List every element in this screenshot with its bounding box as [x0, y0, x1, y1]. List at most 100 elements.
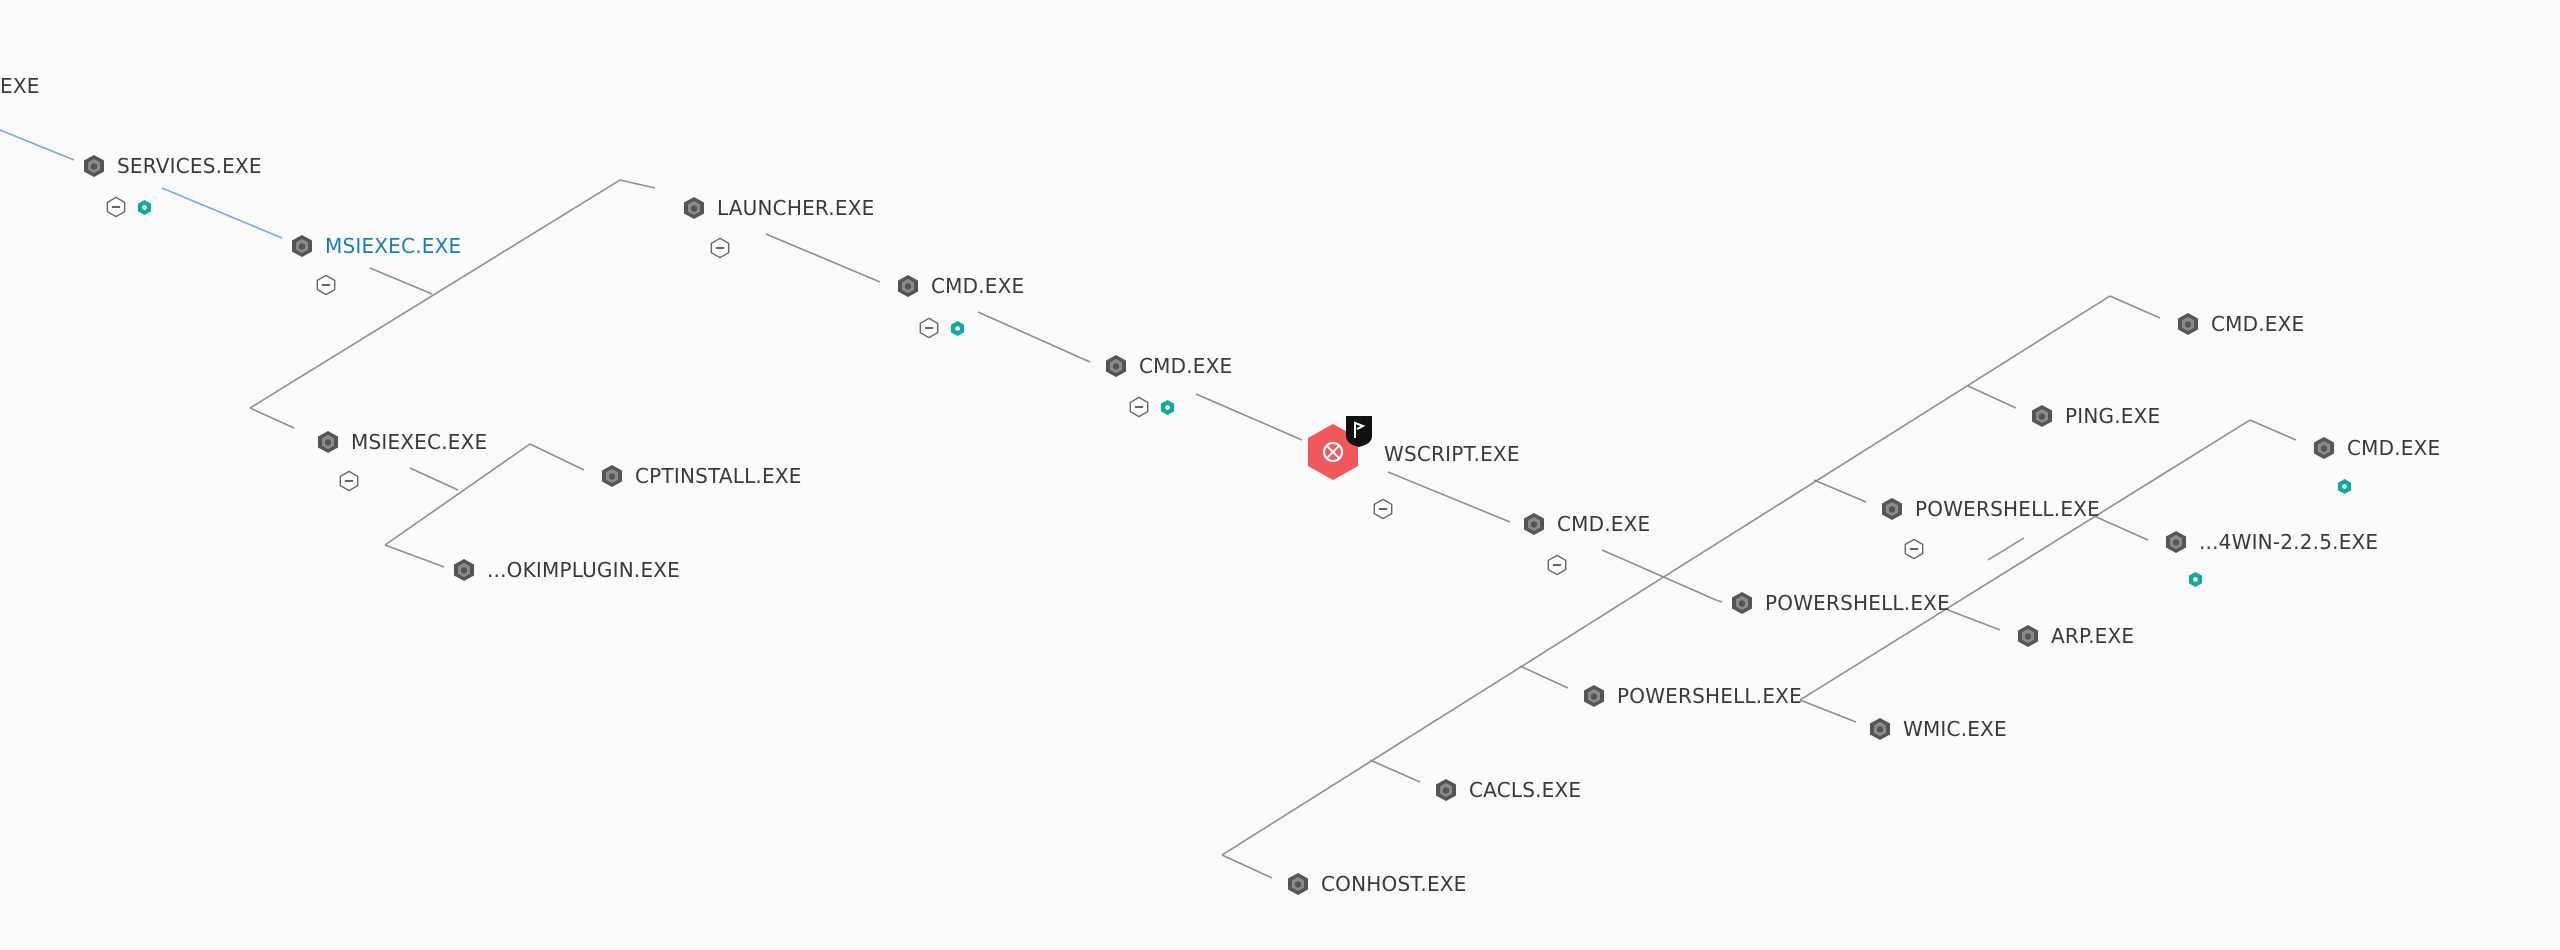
process-label: CONHOST.EXE [1321, 872, 1467, 896]
edge-powershell3-stub [1799, 699, 1857, 723]
edge-msiexec-stub [369, 267, 433, 295]
edge-wscript-to-cmd3 [1387, 471, 1511, 523]
process-label: POWERSHELL.EXE [1765, 591, 1950, 615]
process-label: ...OKIMPLUGIN.EXE [487, 558, 681, 582]
process-hexagon-icon [898, 275, 918, 297]
process-node-cmd-1[interactable]: CMD.EXE [896, 272, 1024, 300]
process-hexagon-icon [1524, 513, 1544, 535]
process-label: MSIEXEC.EXE [325, 234, 462, 258]
cmd-2-badges [1128, 396, 1176, 418]
detection-alert-icon[interactable] [1306, 422, 1360, 482]
process-node-cmd-3[interactable]: CMD.EXE [1522, 510, 1650, 538]
edge-cmd2-to-wscript [1195, 393, 1303, 441]
network-connection-icon[interactable] [2187, 571, 2204, 588]
process-label: CACLS.EXE [1469, 778, 1582, 802]
edge-powershell1-branch-bar [1987, 537, 2025, 561]
network-connection-icon[interactable] [136, 199, 153, 216]
edge-to-cptinstall [529, 443, 585, 471]
process-label: CMD.EXE [2347, 436, 2441, 460]
edge-to-powershell3 [1519, 665, 1569, 689]
process-hexagon-icon [602, 465, 622, 487]
collapse-minus-icon[interactable] [315, 274, 337, 296]
process-hexagon-icon [454, 559, 474, 581]
win-225-badges [2187, 571, 2204, 588]
process-label: SERVICES.EXE [117, 154, 262, 178]
edge-cmd3-branch-bar [1221, 295, 2111, 856]
process-hexagon-icon [2178, 313, 2198, 335]
process-label: CMD.EXE [931, 274, 1025, 298]
tactic-flag-icon[interactable] [1344, 414, 1374, 448]
edge-msiexec2-stub [409, 467, 459, 491]
edge-msiexec2-branch-bar [384, 443, 531, 546]
process-node-wscript[interactable]: WSCRIPT.EXE [1384, 440, 1520, 468]
process-node-msiexec-2[interactable]: MSIEXEC.EXE [316, 428, 487, 456]
powershell-1-badges [1903, 538, 1925, 560]
process-hexagon-icon [1106, 355, 1126, 377]
process-label: CMD.EXE [1557, 512, 1651, 536]
process-node-powershell-2[interactable]: POWERSHELL.EXE [1730, 589, 1950, 617]
process-node-ping[interactable]: PING.EXE [2030, 402, 2160, 430]
process-node-wmic[interactable]: WMIC.EXE [1868, 715, 2007, 743]
process-node-arp[interactable]: ARP.EXE [2016, 622, 2134, 650]
process-hexagon-icon [2166, 531, 2186, 553]
process-node-powershell-1[interactable]: POWERSHELL.EXE [1880, 495, 2100, 523]
process-node-partial-parent[interactable]: EXE [0, 72, 40, 100]
process-hexagon-icon [1732, 592, 1752, 614]
edge-to-conhost [1221, 854, 1273, 879]
process-node-cptinstall[interactable]: CPTINSTALL.EXE [600, 462, 802, 490]
process-node-okimplugin[interactable]: ...OKIMPLUGIN.EXE [452, 556, 680, 584]
process-node-msiexec-selected[interactable]: MSIEXEC.EXE [290, 232, 461, 260]
process-node-conhost[interactable]: CONHOST.EXE [1286, 870, 1467, 898]
process-hexagon-icon [1584, 685, 1604, 707]
edge-msiexec-branch-bar [249, 179, 621, 409]
process-node-cmd-4[interactable]: CMD.EXE [2176, 310, 2304, 338]
process-node-win-225[interactable]: ...4WIN-2.2.5.EXE [2164, 528, 2378, 556]
network-connection-icon[interactable] [949, 320, 966, 337]
network-connection-icon[interactable] [2336, 478, 2353, 495]
collapse-minus-icon[interactable] [1903, 538, 1925, 560]
process-node-launcher[interactable]: LAUNCHER.EXE [682, 194, 874, 222]
process-label: POWERSHELL.EXE [1915, 497, 2100, 521]
collapse-minus-icon[interactable] [1546, 554, 1568, 576]
cmd-1-badges [918, 317, 966, 339]
edge-to-powershell1 [1813, 479, 1867, 503]
wscript-badges [1372, 498, 1394, 520]
process-node-cmd-5[interactable]: CMD.EXE [2312, 434, 2440, 462]
cmd-5-badges [2336, 478, 2353, 495]
process-hexagon-icon [1288, 873, 1308, 895]
process-label: PING.EXE [2065, 404, 2161, 428]
collapse-minus-icon[interactable] [918, 317, 940, 339]
edge-branch-to-launcher [619, 179, 656, 189]
process-node-cacls[interactable]: CACLS.EXE [1434, 776, 1581, 804]
edge-to-cmd4 [2109, 295, 2161, 319]
process-label: WSCRIPT.EXE [1384, 442, 1520, 466]
services-badges [105, 196, 153, 218]
process-hexagon-icon [2018, 625, 2038, 647]
process-hexagon-icon [1882, 498, 1902, 520]
edge-launcher-to-cmd1 [765, 233, 881, 283]
process-hexagon-icon [2032, 405, 2052, 427]
collapse-minus-icon[interactable] [1128, 396, 1150, 418]
process-node-services[interactable]: SERVICES.EXE [82, 152, 262, 180]
msiexec-selected-badges [315, 274, 337, 296]
process-label: ARP.EXE [2051, 624, 2135, 648]
edge-root-to-services [0, 129, 75, 161]
edge-branch-to-msiexec2 [249, 407, 295, 429]
edge-to-cmd5 [2249, 419, 2297, 441]
edge-to-ping [1967, 385, 2017, 409]
process-label: CMD.EXE [2211, 312, 2305, 336]
process-node-cmd-2[interactable]: CMD.EXE [1104, 352, 1232, 380]
network-connection-icon[interactable] [1159, 399, 1176, 416]
collapse-minus-icon[interactable] [1372, 498, 1394, 520]
collapse-minus-icon[interactable] [709, 237, 731, 259]
process-hexagon-icon [1436, 779, 1456, 801]
process-hexagon-icon [2314, 437, 2334, 459]
process-label: LAUNCHER.EXE [717, 196, 875, 220]
process-label: ...4WIN-2.2.5.EXE [2199, 530, 2379, 554]
collapse-minus-icon[interactable] [105, 196, 127, 218]
process-node-powershell-3[interactable]: POWERSHELL.EXE [1582, 682, 1802, 710]
process-hexagon-icon [684, 197, 704, 219]
edge-powershell3-branch-bar [1799, 419, 2251, 701]
collapse-minus-icon[interactable] [338, 470, 360, 492]
